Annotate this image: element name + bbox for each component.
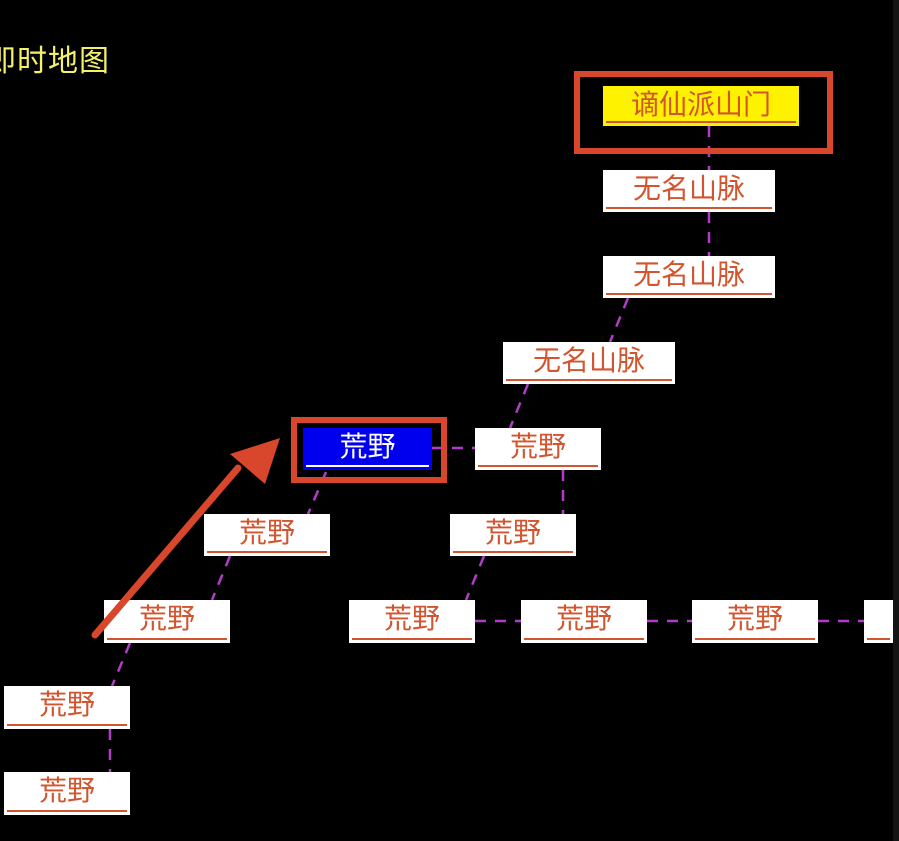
node-label: 荒野 <box>509 430 566 463</box>
node-label: 荒野 <box>484 516 541 549</box>
node-label: 荒野 <box>726 602 783 635</box>
node-label: 无名山脉 <box>632 172 745 205</box>
node-label: 荒野 <box>555 602 612 635</box>
map-node-wild-row-3[interactable]: 荒野 <box>692 600 818 643</box>
connector-wildmid-row1 <box>464 555 486 601</box>
map-node-wild-left-4[interactable]: 荒野 <box>4 772 130 815</box>
map-node-current-location[interactable]: 荒野 <box>303 428 432 470</box>
map-node-wild-left-3[interactable]: 荒野 <box>4 686 130 729</box>
map-node-mountain-1[interactable]: 无名山脉 <box>603 170 775 212</box>
map-title: 即时地图 <box>0 44 110 79</box>
connector-current-left1 <box>306 471 328 515</box>
node-label: 无名山脉 <box>632 258 745 291</box>
node-label: 荒野 <box>339 430 396 463</box>
map-node-wild-row-4-partial[interactable] <box>864 600 893 643</box>
node-label: 荒野 <box>38 774 95 807</box>
map-node-mountain-2[interactable]: 无名山脉 <box>603 256 775 298</box>
node-label: 谪仙派山门 <box>630 88 771 121</box>
connector-left1-left2 <box>210 555 232 601</box>
map-node-sect-gate[interactable]: 谪仙派山门 <box>603 86 799 126</box>
map-node-wild-left-1[interactable]: 荒野 <box>204 514 330 556</box>
scroll-edge <box>893 0 899 841</box>
map-node-wild-left-2[interactable]: 荒野 <box>104 600 230 643</box>
node-label: 荒野 <box>238 516 295 549</box>
node-label: 荒野 <box>383 602 440 635</box>
map-node-mountain-3[interactable]: 无名山脉 <box>503 342 675 384</box>
node-label: 荒野 <box>38 688 95 721</box>
connector-mountain3-wildupper <box>508 383 530 429</box>
map-node-wild-right-mid[interactable]: 荒野 <box>450 514 576 556</box>
node-label: 无名山脉 <box>532 344 645 377</box>
connector-left2-left3 <box>110 642 132 687</box>
map-node-wild-row-1[interactable]: 荒野 <box>349 600 475 643</box>
node-label: 荒野 <box>138 602 195 635</box>
map-node-wild-row-2[interactable]: 荒野 <box>521 600 647 643</box>
map-node-wild-right-upper[interactable]: 荒野 <box>475 428 601 470</box>
connector-mountain2-mountain3 <box>608 297 630 343</box>
